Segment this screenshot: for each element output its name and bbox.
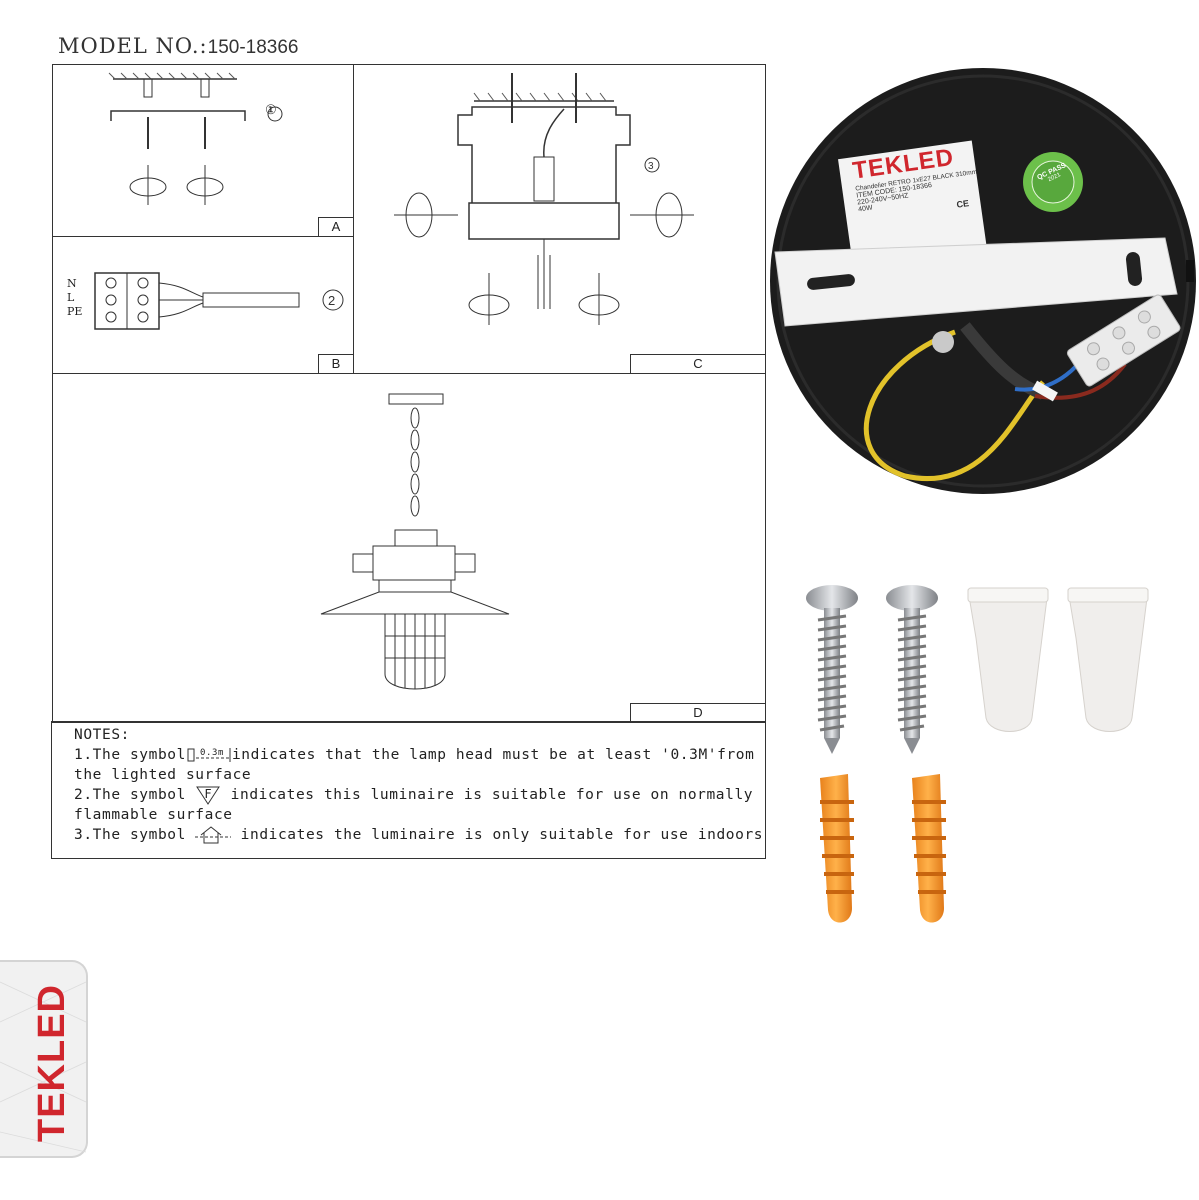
terminal-label-pe: PE bbox=[67, 305, 83, 318]
canopy-mounting-drawing: 3 bbox=[394, 73, 694, 325]
hardware-kit bbox=[790, 578, 1190, 938]
tekled-watermark-logo: TEKLED bbox=[0, 960, 88, 1158]
wire-connector-1 bbox=[967, 587, 1049, 732]
panel-tag: C bbox=[630, 354, 765, 373]
notes-box: NOTES: 1.The symbol 0.3m indicates that … bbox=[51, 721, 766, 859]
distance-symbol-label: 0.3m bbox=[199, 748, 225, 758]
model-label: MODEL NO.: bbox=[58, 34, 208, 58]
terminal-block-drawing: 2 bbox=[94, 272, 344, 330]
pendant-lamp-drawing bbox=[320, 393, 510, 690]
screw-2 bbox=[886, 585, 938, 754]
flammable-symbol-label: F bbox=[204, 787, 213, 801]
label-ce-mark: CE bbox=[955, 198, 970, 210]
panel-tag: A bbox=[318, 217, 353, 236]
note-1: 1.The symbol 0.3m indicates that the lam… bbox=[74, 745, 765, 765]
note-2-continued: flammable surface bbox=[74, 807, 233, 823]
panel-a: ① A bbox=[52, 64, 354, 237]
note-2-lead: 2.The symbol bbox=[74, 787, 186, 803]
step-number: ① bbox=[265, 103, 277, 118]
note-3: 3.The symbol indicates the luminaire is … bbox=[74, 825, 765, 845]
model-number-heading: MODEL NO.:150-18366 bbox=[58, 34, 299, 59]
wire-connector-2 bbox=[1067, 587, 1149, 732]
panel-tag: D bbox=[630, 703, 765, 722]
wall-anchor-1 bbox=[820, 774, 854, 923]
terminal-label-l: L bbox=[67, 291, 75, 304]
panel-tag: B bbox=[318, 354, 353, 373]
terminal-labels: N L PE bbox=[67, 277, 82, 319]
wall-anchor-2 bbox=[912, 774, 946, 923]
note-1-text: indicates that the lamp head must be at … bbox=[231, 747, 755, 763]
model-number: 150-18366 bbox=[207, 37, 299, 58]
notes-title: NOTES: bbox=[74, 727, 130, 743]
panel-c: 3 C bbox=[353, 64, 766, 374]
note-1-continued: the lighted surface bbox=[74, 767, 252, 783]
watermark-brand-text: TEKLED bbox=[31, 984, 73, 1142]
ceiling-plate-drawing bbox=[108, 72, 283, 205]
flammable-surface-icon: F bbox=[195, 785, 221, 805]
distance-symbol-icon: 0.3m bbox=[186, 746, 232, 764]
svg-text:2: 2 bbox=[328, 293, 335, 308]
indoor-house-icon bbox=[195, 825, 232, 845]
panel-b: 2 N L PE B bbox=[52, 236, 354, 374]
note-3-lead: 3.The symbol bbox=[74, 827, 186, 843]
terminal-label-n: N bbox=[67, 277, 77, 290]
note-3-text: indicates the luminaire is only suitable… bbox=[240, 827, 764, 843]
note-2-text: indicates this luminaire is suitable for… bbox=[230, 787, 754, 803]
panel-d: D bbox=[52, 373, 766, 723]
screw-1 bbox=[806, 585, 858, 754]
canopy-photo: TEKLED Chandelier RETRO 1xE27 BLACK 310m… bbox=[765, 64, 1199, 498]
svg-text:3: 3 bbox=[648, 161, 654, 172]
note-2: 2.The symbol F indicates this luminaire … bbox=[74, 785, 765, 805]
note-1-lead: 1.The symbol bbox=[74, 747, 186, 763]
